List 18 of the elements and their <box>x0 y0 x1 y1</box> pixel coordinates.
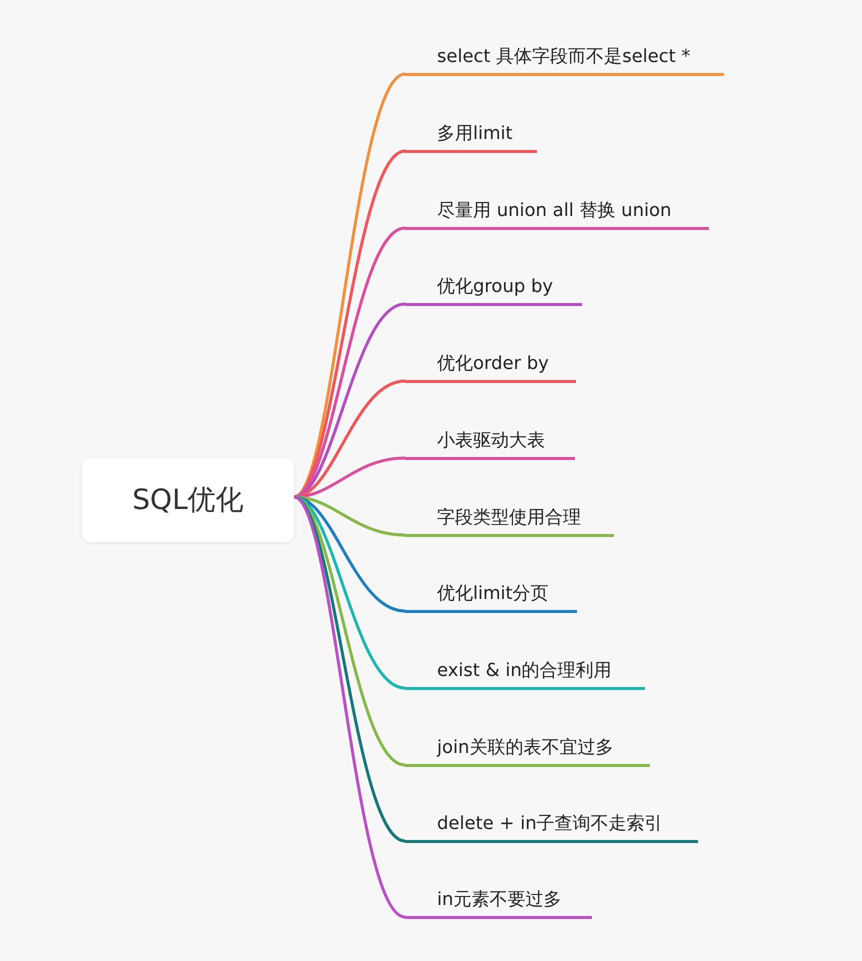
topic-label: 多用limit <box>405 118 537 152</box>
branch-line <box>293 150 406 498</box>
topic-label: 字段类型使用合理 <box>405 502 614 536</box>
topic-label: 优化group by <box>405 272 582 306</box>
topic-label: 优化order by <box>405 348 576 382</box>
branch-line <box>293 302 406 498</box>
branch-line <box>293 496 406 918</box>
topic-label: 尽量用 union all 替换 union <box>405 196 709 230</box>
central-topic-box: SQL优化 <box>82 458 294 542</box>
topic-label: select 具体字段而不是select * <box>405 42 724 76</box>
topic-label: 优化limit分页 <box>405 578 577 612</box>
topic-label: delete + in子查询不走索引 <box>405 808 698 842</box>
branch-line <box>293 496 406 690</box>
topic-label: exist & in的合理利用 <box>405 656 645 690</box>
topic-label: join关联的表不宜过多 <box>405 732 650 766</box>
branch-line <box>294 496 406 612</box>
topic-label: 小表驱动大表 <box>405 426 575 460</box>
topic-label: in元素不要过多 <box>405 884 592 918</box>
